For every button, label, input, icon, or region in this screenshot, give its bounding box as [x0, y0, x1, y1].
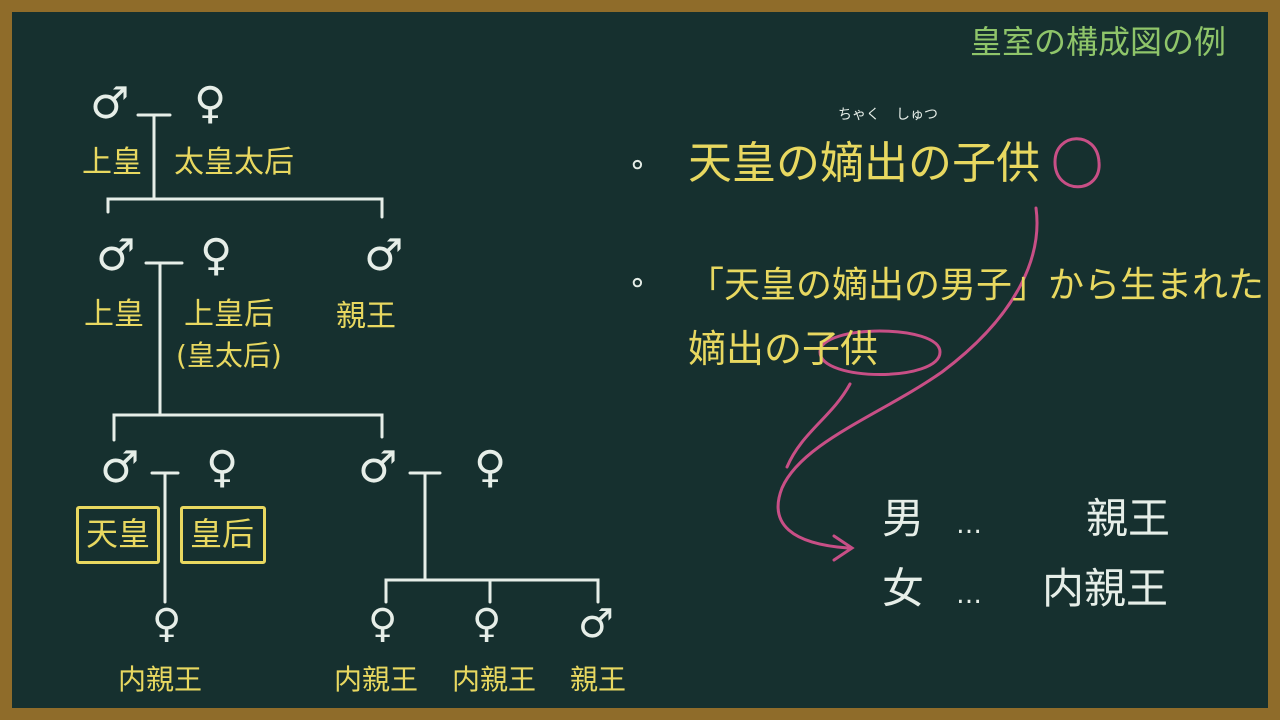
note-line-3: 嫡出の子供: [688, 327, 879, 371]
gen3-kogo: 皇后: [190, 515, 255, 553]
arrow-head: [832, 534, 855, 562]
summary-male-value: 親王: [1086, 494, 1171, 543]
gen4-naishinno-1: 内親王: [334, 663, 419, 696]
gen2-marriage-line: [144, 261, 184, 417]
gen4-naishinno: 内親王: [118, 663, 203, 696]
furigana-chaku: ちゃく: [838, 107, 880, 123]
gen1-children-bar: [106, 197, 384, 219]
gen1-taikotaigo: 太皇太后: [174, 145, 294, 180]
circle-kodomo-2: [818, 329, 942, 376]
summary-female-label: 女: [882, 564, 925, 613]
gen2-joko: 上皇: [84, 297, 144, 332]
diagram-title: 皇室の構成図の例: [970, 23, 1227, 61]
arrow-from-line3: [785, 382, 852, 469]
circle-kodomo-1: [1053, 137, 1101, 189]
male-symbol-icon: ♂: [578, 601, 614, 647]
male-symbol-icon: ♂: [364, 230, 404, 281]
female-symbol-icon: ♀: [152, 601, 182, 647]
emperor-box: [76, 506, 160, 564]
gen3-right-marriage-line: [408, 471, 442, 582]
gen4-shinno: 親王: [570, 663, 627, 696]
gen2-kotaigo: (皇太后): [176, 339, 282, 372]
furigana-shutsu: しゅつ: [896, 107, 938, 123]
arrow-from-line1: [776, 206, 1039, 550]
gen2-shinno: 親王: [336, 299, 396, 334]
gen2-jokogo: 上皇后: [184, 297, 274, 332]
gen1-marriage-line: [136, 113, 172, 201]
note-line-1: 天皇の嫡出の子供: [688, 138, 1040, 189]
male-symbol-icon: ♂: [100, 442, 140, 493]
note-line-2: 「天皇の嫡出の男子」から生まれた: [688, 265, 1265, 306]
summary-female-value: 内親王: [1042, 564, 1169, 613]
female-symbol-icon: ♀: [472, 601, 502, 647]
female-symbol-icon: ♀: [474, 442, 507, 493]
bullet-icon: ∘: [628, 147, 647, 182]
empress-box: [180, 506, 266, 564]
female-symbol-icon: ♀: [200, 230, 233, 281]
male-symbol-icon: ♂: [358, 442, 398, 493]
female-symbol-icon: ♀: [206, 442, 239, 493]
summary-female-dots: …: [956, 580, 982, 610]
gen4-naishinno-2: 内親王: [452, 663, 537, 696]
bullet-icon: ∘: [628, 265, 647, 300]
gen3-right-children-bar: [384, 578, 600, 604]
summary-male-label: 男: [882, 494, 925, 543]
tree-lines: [106, 113, 1101, 604]
gen1-joko: 上皇: [82, 145, 142, 180]
gen3-left-marriage-line: [150, 471, 180, 604]
female-symbol-icon: ♀: [368, 601, 398, 647]
gen3-tenno: 天皇: [86, 515, 151, 553]
summary-male-dots: …: [956, 510, 982, 540]
gen2-children-bar: [112, 413, 384, 442]
female-symbol-icon: ♀: [194, 78, 227, 129]
male-symbol-icon: ♂: [96, 230, 136, 281]
male-symbol-icon: ♂: [90, 78, 130, 129]
